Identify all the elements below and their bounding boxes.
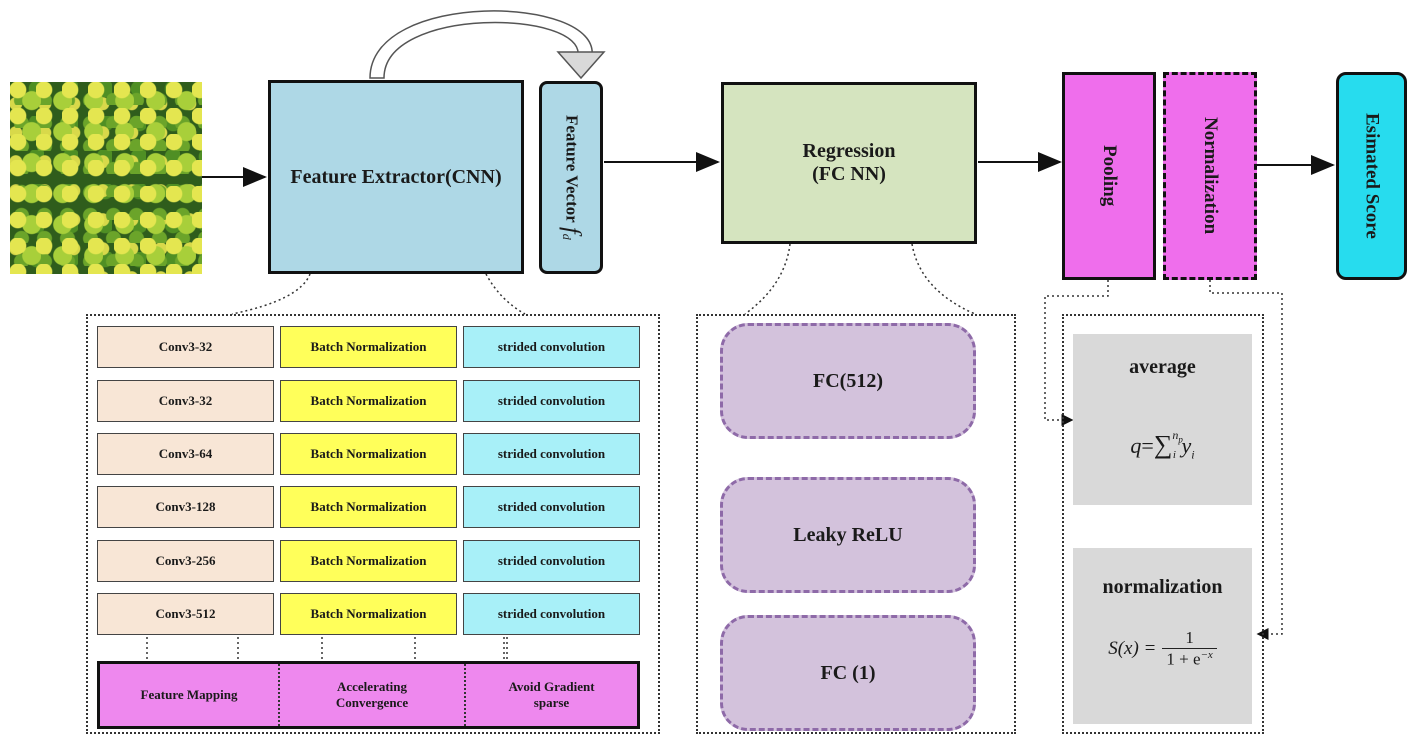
bn-cell: Batch Normalization xyxy=(280,486,457,528)
estimated-score-label: Esimated Score xyxy=(1361,113,1383,239)
conv-cell: Conv3-128 xyxy=(97,486,274,528)
cnn-detail-panel xyxy=(86,314,660,734)
average-title: average xyxy=(1129,356,1196,378)
average-formula: q=∑npi yi xyxy=(1130,427,1195,462)
bn-cell: Batch Normalization xyxy=(280,593,457,635)
bn-cell: Batch Normalization xyxy=(280,326,457,368)
input-fruit-image xyxy=(10,82,202,274)
purpose-bar: Feature Mapping Accelerating Convergence… xyxy=(97,661,640,729)
average-panel: average q=∑npi yi xyxy=(1073,334,1252,505)
fc1-layer: FC (1) xyxy=(720,615,976,731)
normalization-panel: normalization S(x) = 1 1 + e−x xyxy=(1073,548,1252,724)
strided-cell: strided convolution xyxy=(463,433,640,475)
fc-detail-panel xyxy=(696,314,1016,734)
bn-cell: Batch Normalization xyxy=(280,380,457,422)
pooling-label: Pooling xyxy=(1099,145,1120,207)
purpose-accelerating: Accelerating Convergence xyxy=(280,664,466,726)
fc512-layer: FC(512) xyxy=(720,323,976,439)
strided-cell: strided convolution xyxy=(463,540,640,582)
curved-arrowhead xyxy=(556,51,606,80)
regression-box: Regression (FC NN) xyxy=(721,82,977,244)
bn-cell: Batch Normalization xyxy=(280,540,457,582)
sigmoid-formula: S(x) = 1 1 + e−x xyxy=(1073,628,1252,670)
conv-cell: Conv3-256 xyxy=(97,540,274,582)
purpose-feature-mapping: Feature Mapping xyxy=(100,664,280,726)
pooling-box: Pooling xyxy=(1062,72,1156,280)
curved-arrow xyxy=(369,10,593,79)
strided-cell: strided convolution xyxy=(463,486,640,528)
feature-vector-box: Feature Vector fd xyxy=(539,81,603,274)
conv-cell: Conv3-64 xyxy=(97,433,274,475)
formula-detail-panel xyxy=(1062,314,1264,734)
bn-cell: Batch Normalization xyxy=(280,433,457,475)
normalization-title: normalization xyxy=(1102,576,1223,598)
feature-vector-label: Feature Vector fd xyxy=(558,115,585,240)
normalization-label: Normalization xyxy=(1200,117,1221,235)
conv-cell: Conv3-32 xyxy=(97,380,274,422)
strided-cell: strided convolution xyxy=(463,380,640,422)
leaky-relu-layer: Leaky ReLU xyxy=(720,477,976,593)
strided-cell: strided convolution xyxy=(463,326,640,368)
purpose-avoid-gradient: Avoid Gradient sparse xyxy=(508,679,595,710)
regression-label: Regression xyxy=(802,140,896,162)
feature-extractor-box: Feature Extractor(CNN) xyxy=(268,80,524,274)
normalization-box: Normalization xyxy=(1163,72,1257,280)
regression-sublabel: (FC NN) xyxy=(812,163,886,185)
conv-cell: Conv3-512 xyxy=(97,593,274,635)
feature-extractor-label: Feature Extractor(CNN) xyxy=(290,165,502,188)
conv-cell: Conv3-32 xyxy=(97,326,274,368)
estimated-score-box: Esimated Score xyxy=(1336,72,1407,280)
strided-cell: strided convolution xyxy=(463,593,640,635)
